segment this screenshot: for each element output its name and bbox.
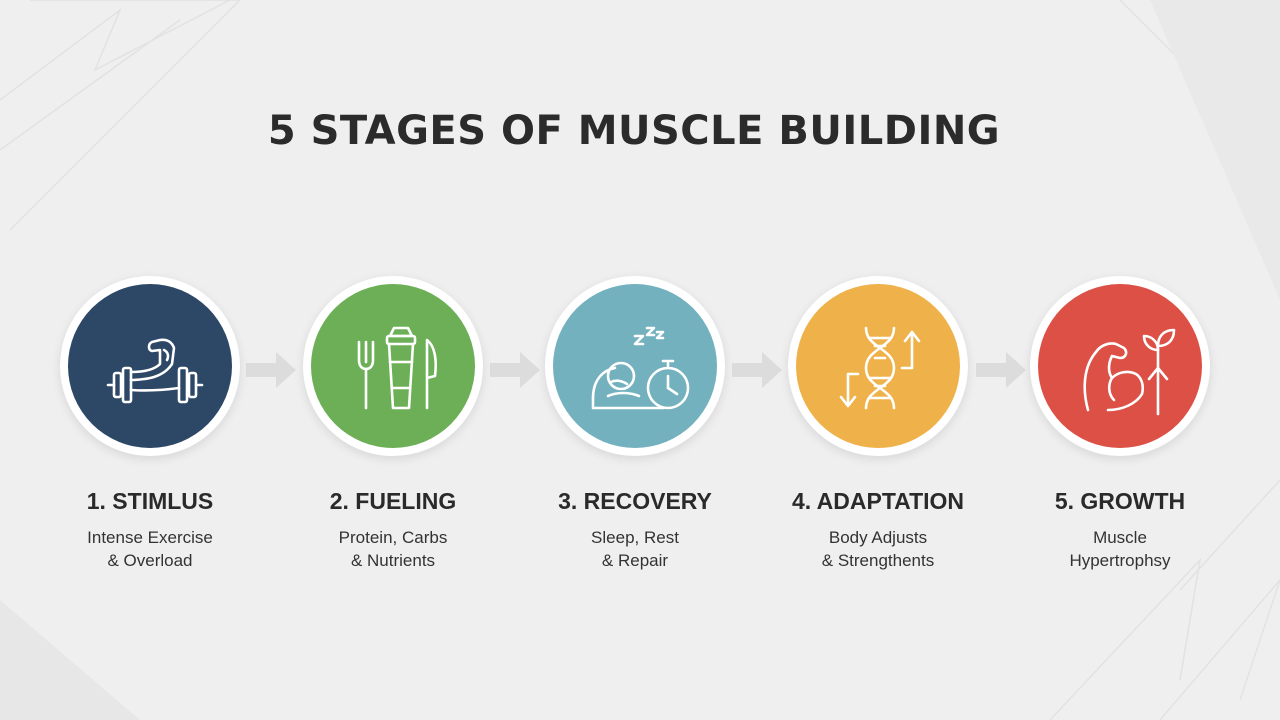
stage-description-line: Muscle — [1093, 528, 1147, 547]
flexed-arm-dumbbell-icon — [106, 338, 204, 404]
stage-description-line: & Overload — [107, 551, 193, 570]
stage-description-line: Body Adjusts — [828, 528, 928, 547]
connector-arrow — [732, 352, 782, 388]
stage-circle — [60, 276, 240, 456]
stage-description: Body Adjusts & Strengthents — [768, 526, 988, 572]
stage-description-line: Protein, Carbs — [338, 528, 448, 547]
stage-circle-fill — [553, 284, 717, 448]
page-title: 5 STAGES OF MUSCLE BUILDING — [267, 108, 1001, 154]
stage-circle-fill — [796, 284, 960, 448]
stage-description-line: & Strengthents — [821, 551, 935, 570]
stage-circle — [303, 276, 483, 456]
stage-circle — [545, 276, 725, 456]
stage-circle — [1030, 276, 1210, 456]
stage-description-line: Sleep, Rest — [591, 528, 679, 547]
stage-title: 4. ADAPTATION — [791, 488, 965, 514]
connector-arrow — [246, 352, 296, 388]
stage-description: Protein, Carbs & Nutrients — [283, 526, 503, 572]
sleeping-person-stopwatch-icon — [591, 326, 690, 410]
stage-circle-fill — [311, 284, 475, 448]
stage-description-line: & Repair — [601, 551, 669, 570]
stage-description: Sleep, Rest & Repair — [525, 526, 745, 572]
stage-description-line: & Nutrients — [350, 551, 436, 570]
stage-description-line: Hypertrophsy — [1069, 551, 1171, 570]
stage-description-line: Intense Exercise — [87, 528, 213, 547]
dna-arrows-icon — [839, 326, 921, 410]
stage-circle — [788, 276, 968, 456]
stage-circle-fill — [68, 284, 232, 448]
stage-title: 3. RECOVERY — [558, 488, 712, 514]
arm-sprout-arrow-icon — [1083, 328, 1176, 416]
fork-shaker-knife-icon — [357, 326, 438, 410]
connector-arrow — [490, 352, 540, 388]
stage-title: 2. FUELING — [329, 488, 457, 514]
stage-description: Muscle Hypertrophsy — [1010, 526, 1230, 572]
stage-description: Intense Exercise & Overload — [40, 526, 260, 572]
connector-arrow — [976, 352, 1026, 388]
stage-title: 1. STIMLUS — [86, 488, 214, 514]
stage-title: 5. GROWTH — [1054, 488, 1186, 514]
stage-circle-fill — [1038, 284, 1202, 448]
